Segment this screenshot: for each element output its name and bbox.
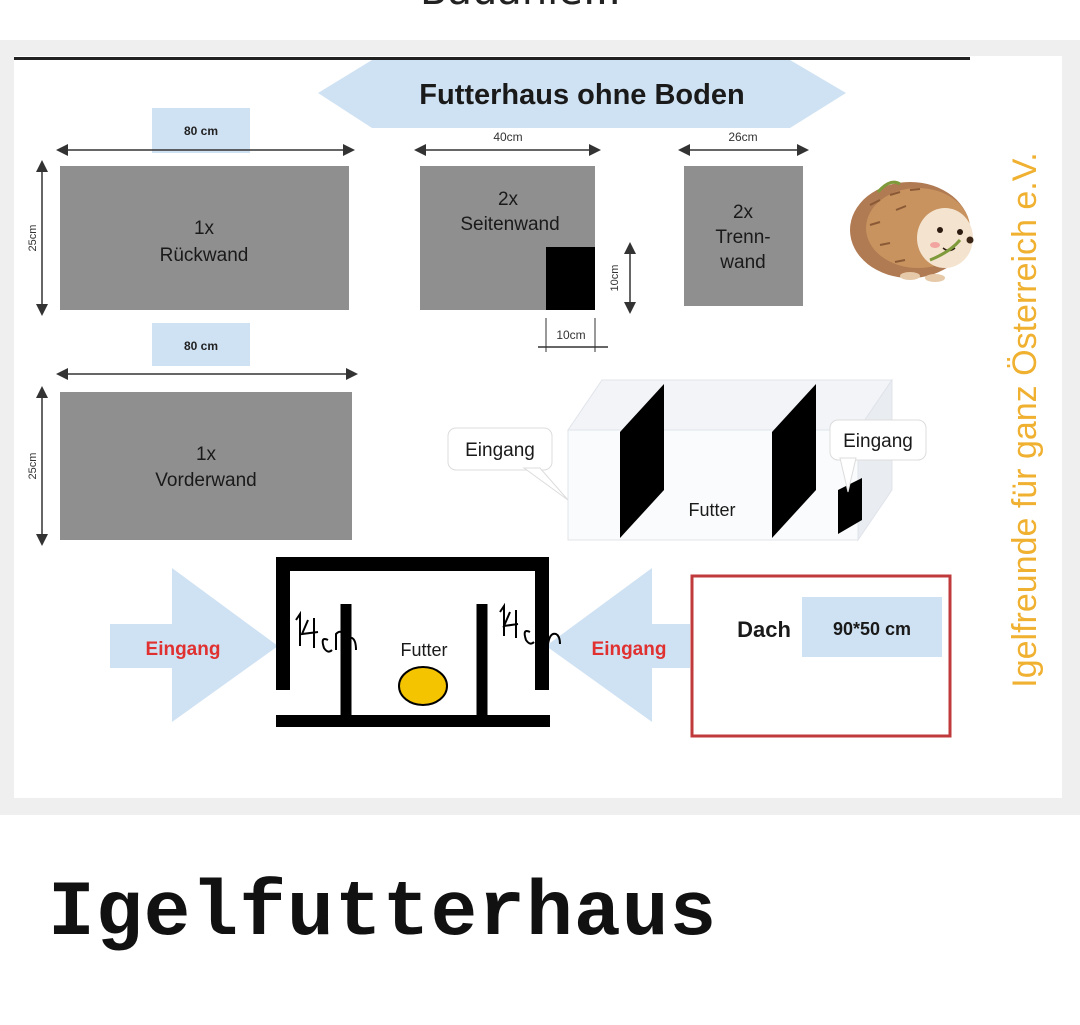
- panel-rueckwand: 80 cm 25cm 1x Rückwand: [27, 108, 355, 316]
- roof-size-box: [802, 597, 942, 657]
- panel-vorderwand: 80 cm 25cm 1x Vorderwand: [27, 323, 358, 546]
- box-3d: Futter Eingang Eingang: [447, 378, 927, 542]
- title-banner: Futterhaus ohne Boden: [318, 60, 846, 128]
- organization-side-text: Igelfreunde für ganz Österreich e.V.: [1006, 152, 1044, 688]
- callout-left: Eingang: [447, 427, 569, 501]
- box-divider-left: [620, 384, 664, 538]
- handwritten-note-right: [499, 602, 561, 645]
- width-label-box: [152, 323, 250, 366]
- title-text: Futterhaus ohne Boden: [419, 79, 744, 111]
- floorplan-center-label: Futter: [400, 640, 447, 660]
- callout-left-text: Eingang: [465, 440, 535, 461]
- callout-right: Eingang: [829, 419, 927, 493]
- callout-right-text: Eingang: [843, 431, 913, 452]
- panel-name: Rückwand: [160, 245, 249, 266]
- panel-name-line2: wand: [719, 252, 765, 273]
- entrance-left-label: Eingang: [146, 639, 221, 660]
- height-label: 25cm: [27, 225, 39, 252]
- panel-shape: [60, 166, 349, 310]
- panel-shape: [60, 392, 352, 540]
- roof-label: Dach: [737, 617, 791, 642]
- box-center-label: Futter: [688, 500, 735, 520]
- caption: Igelfutterhaus: [48, 870, 718, 958]
- arrow-right-entrance: [546, 568, 690, 722]
- panel-name: Vorderwand: [155, 470, 256, 491]
- food-bowl: [398, 666, 448, 706]
- arrow-left-entrance: [110, 568, 278, 722]
- top-cut-text: Bauanle...: [420, 0, 621, 14]
- width-label: 80 cm: [184, 339, 218, 353]
- cut-width-label: 10cm: [556, 328, 585, 342]
- cut-height-label: 10cm: [609, 265, 621, 292]
- top-rule: [14, 57, 970, 60]
- panel-count: 1x: [196, 444, 217, 465]
- width-label: 26cm: [728, 130, 757, 144]
- panel-seitenwand: 40cm 2x Seitenwand 10cm 10cm: [414, 130, 636, 352]
- width-label: 40cm: [493, 130, 522, 144]
- entrance-cutout: [546, 247, 595, 310]
- roof-size: 90*50 cm: [833, 619, 911, 639]
- panel-count: 2x: [498, 189, 519, 210]
- handwritten-note-left: [295, 610, 357, 653]
- entrance-right-label: Eingang: [592, 639, 667, 660]
- outer-walls: [276, 557, 549, 690]
- width-label: 80 cm: [184, 124, 218, 138]
- panel-name-line1: Trenn-: [715, 227, 770, 248]
- floor-plan: Eingang Eingang Futter: [110, 557, 690, 727]
- roof-panel: Dach 90*50 cm: [690, 574, 952, 738]
- top-cut-header: Bauanle...: [0, 0, 1080, 40]
- height-label: 25cm: [27, 453, 39, 480]
- panel-name: Seitenwand: [460, 214, 559, 235]
- hedgehog-icon: [850, 180, 974, 282]
- box-entrance-cut: [838, 478, 862, 534]
- box-divider-right: [772, 384, 816, 538]
- panel-count: 1x: [194, 218, 215, 239]
- panel-count: 2x: [733, 202, 754, 223]
- panel-shape: [684, 166, 803, 306]
- panel-trennwand: 26cm 2x Trenn- wand: [678, 130, 809, 306]
